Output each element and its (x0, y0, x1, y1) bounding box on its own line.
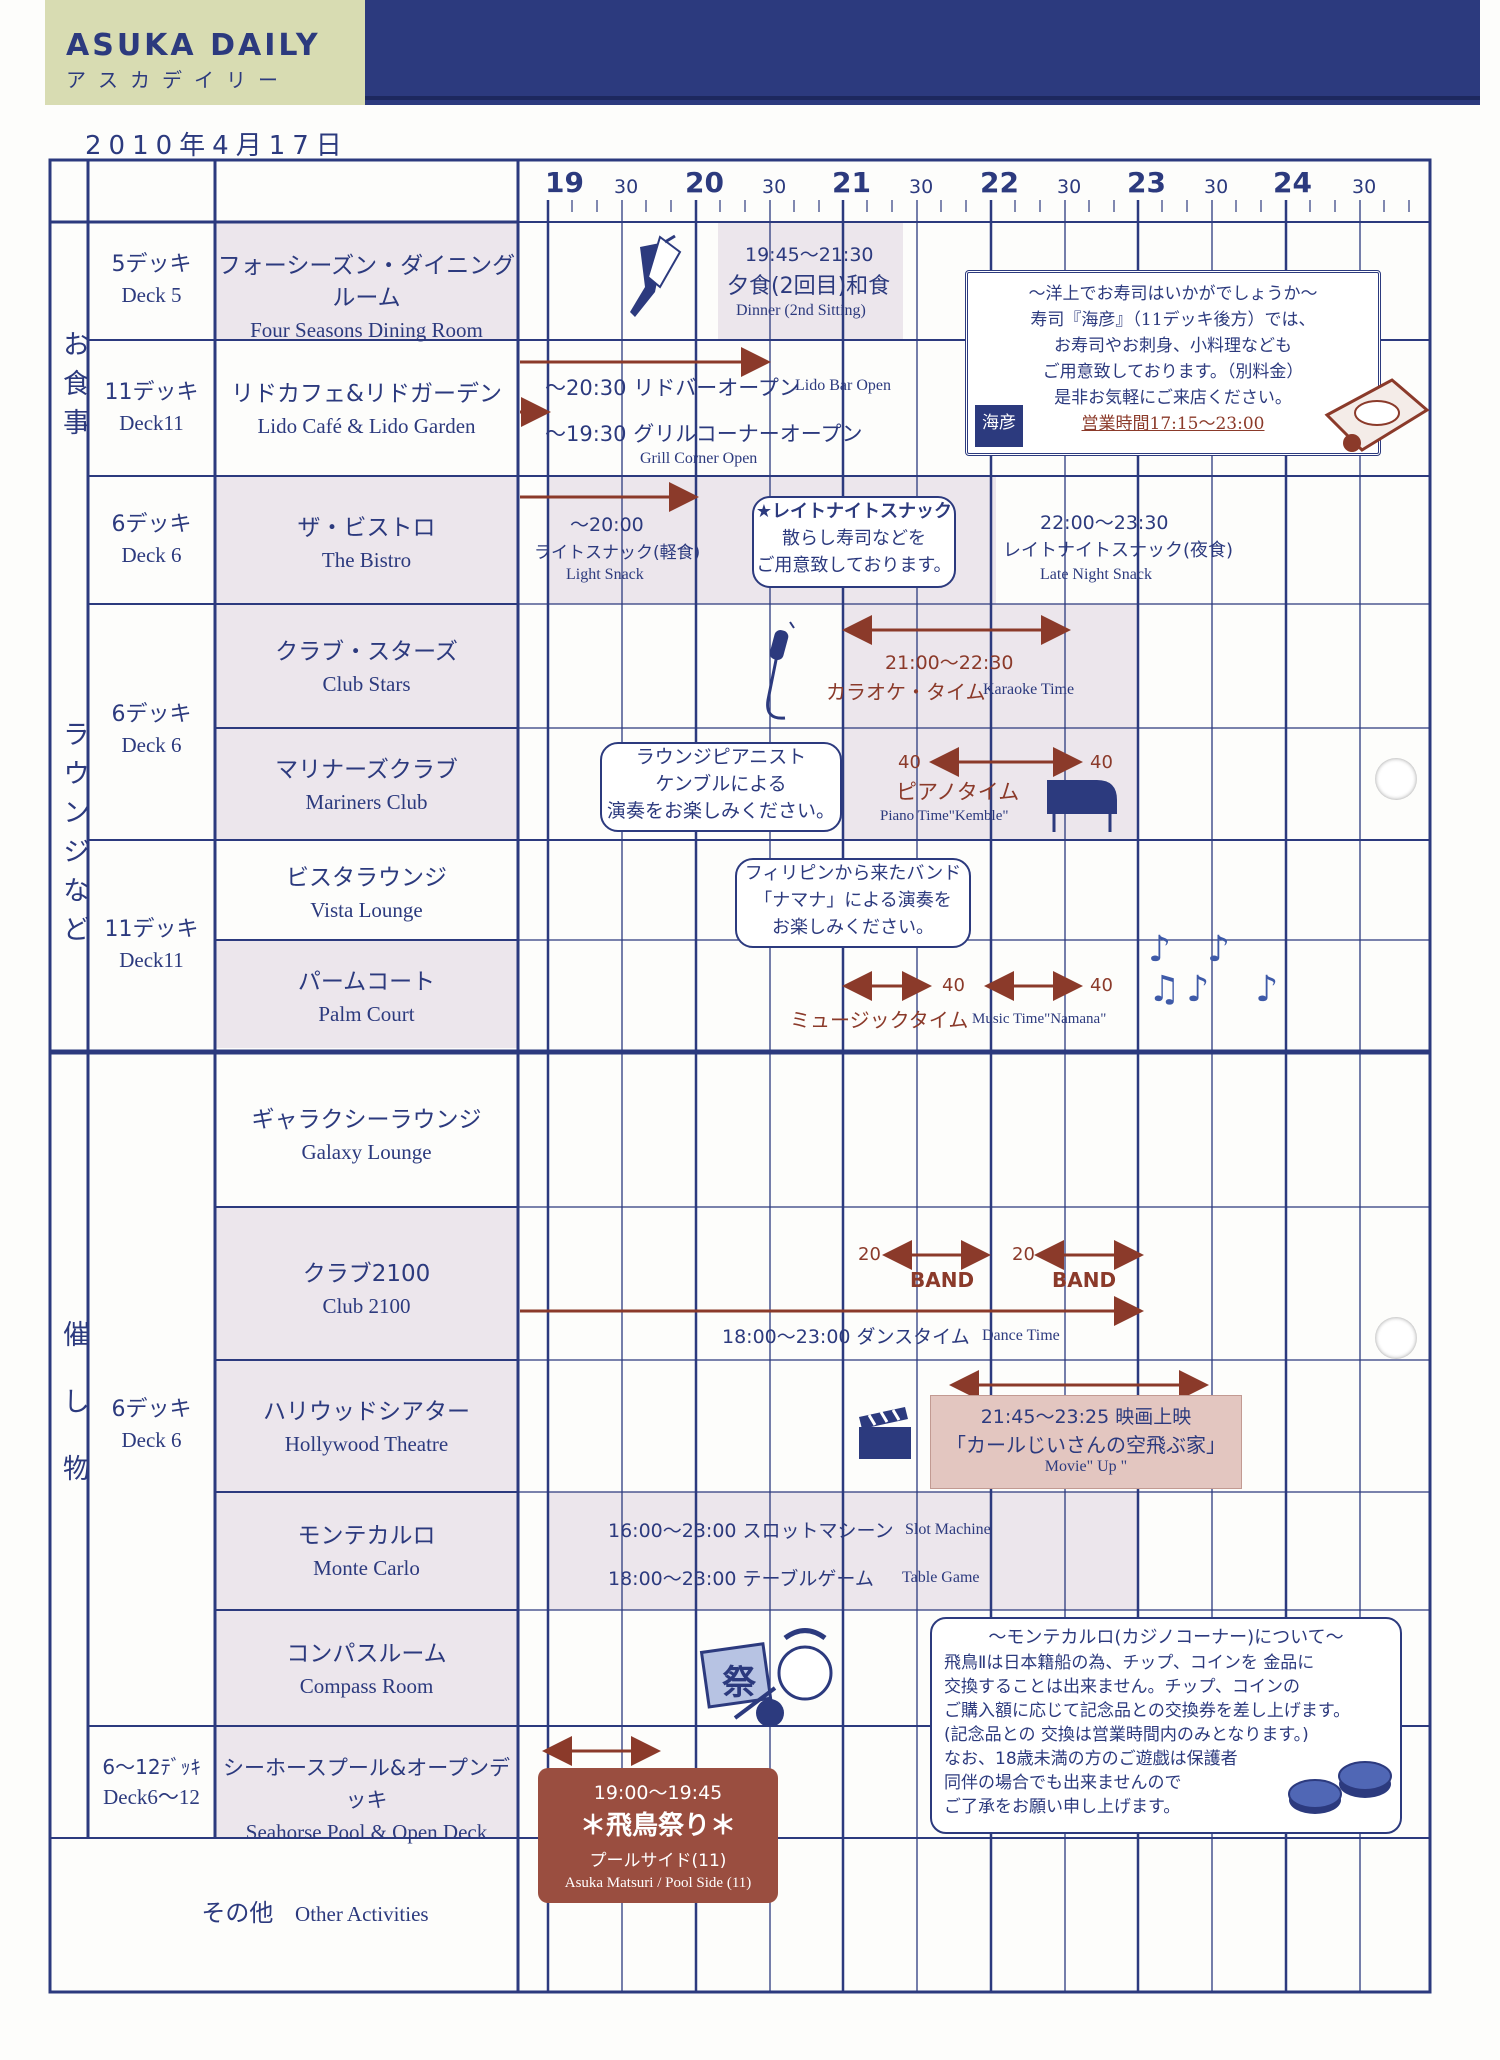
hour-21: 21 (832, 166, 871, 199)
grill-label-en: Grill Corner Open (640, 450, 758, 467)
half-hour-label: 30 (762, 176, 787, 198)
band-start-a: 20 (858, 1244, 881, 1265)
late-snack-callout: ★レイトナイトスナック 散らし寿司などを ご用意致しております。 (752, 496, 956, 588)
half-hour-label: 30 (1204, 176, 1229, 198)
music-label: ミュージックタイム (790, 1008, 969, 1032)
section-dining: お食事 (58, 330, 89, 447)
karaoke-label: カラオケ・タイム (826, 680, 986, 704)
logo-subtitle: アスカデイリー (66, 68, 290, 92)
logo-title: ASUKA DAILY (66, 28, 321, 63)
half-hour-label: 30 (1057, 176, 1082, 198)
half-hour-label: 30 (909, 176, 934, 198)
festival-illustration (699, 1628, 833, 1727)
music-mark-b: 40 (1090, 975, 1113, 996)
piano-label-en: Piano Time"Kemble" (880, 808, 1009, 824)
microphone-icon (766, 621, 795, 720)
hour-24: 24 (1273, 166, 1312, 199)
header-band (365, 0, 1480, 105)
dance-label-en: Dance Time (982, 1327, 1060, 1344)
wine-glasses-icon (630, 234, 682, 317)
casino-notice: 〜モンテカルロ(カジノコーナー)について〜 飛鳥Ⅱは日本籍船の為、チップ、コイン… (930, 1617, 1402, 1834)
music-mark-a: 40 (942, 975, 965, 996)
half-hour-label: 30 (614, 176, 639, 198)
movie-box: 21:45〜23:25 映画上映 「カールじいさんの空飛ぶ家」 Movie" U… (930, 1395, 1242, 1489)
table-game-label-en: Table Game (902, 1569, 980, 1586)
band-callout: フィリピンから来たバンド 「ナマナ」による演奏を お楽しみください。 (735, 858, 971, 948)
late-snack-label: レイトナイトスナック(夜食) (1003, 540, 1234, 561)
music-notes-icon: ♪♪♫♪♪ (1148, 929, 1285, 1010)
hour-22: 22 (980, 166, 1019, 199)
casino-chips-icon (1288, 1761, 1392, 1814)
asuka-matsuri-box: 19:00〜19:45 ＊飛鳥祭り＊ プールサイド(11) Asuka Mats… (538, 1768, 778, 1903)
piano-end: 40 (1090, 752, 1113, 773)
light-snack-label-en: Light Snack (566, 566, 644, 583)
band-start-b: 20 (1012, 1244, 1035, 1265)
binder-hole (1375, 758, 1417, 800)
lido-bar-label-en: Lido Bar Open (795, 377, 891, 394)
festival-sign-icon: 祭 (722, 1663, 756, 1703)
clapperboard-icon (859, 1407, 911, 1459)
light-snack-label: ライトスナック(軽食) (534, 543, 701, 563)
music-label-en: Music Time"Namana" (972, 1011, 1107, 1027)
piano-callout: ラウンジピアニスト ケンブルによる 演奏をお楽しみください。 (600, 742, 842, 832)
karaoke-time: 21:00〜22:30 (885, 652, 1014, 674)
late-snack-label-en: Late Night Snack (1040, 566, 1152, 583)
half-hour-label: 30 (1352, 176, 1377, 198)
dinner-label-en: Dinner (2nd Sitting) (736, 302, 866, 319)
sushi-notice: 〜洋上でお寿司はいかがでしょうか〜 寿司『海彦』（11デッキ後方）では、 お寿司… (965, 270, 1381, 456)
section-events: 催し物 (58, 1320, 89, 1521)
karaoke-label-en: Karaoke Time (983, 681, 1075, 698)
umihiko-logo: 海彦 (975, 405, 1023, 447)
table-game-label: 18:00〜23:00 テーブルゲーム (608, 1568, 874, 1590)
band-label-a: BAND (910, 1268, 975, 1292)
venue-other: その他 Other Activities (201, 1899, 429, 1927)
piano-label: ピアノタイム (896, 780, 1020, 804)
light-snack-time: 〜20:00 (570, 514, 644, 536)
piano-start: 40 (898, 752, 921, 773)
slot-label: 16:00〜23:00 スロットマシーン (608, 1520, 894, 1542)
slot-label-en: Slot Machine (905, 1521, 991, 1538)
section-lounges: ラウンジなど (58, 720, 89, 954)
dinner-label: 夕食(2回目)和食 (727, 274, 891, 299)
band-label-b: BAND (1052, 1268, 1117, 1292)
lido-bar-label: 〜20:30 リドバーオープン (545, 376, 800, 400)
sushi-plate-icon (1324, 378, 1430, 452)
piano-icon (1047, 780, 1117, 832)
grill-label: 〜19:30 グリルコーナーオープン (545, 422, 863, 446)
dinner-time: 19:45〜21:30 (745, 244, 874, 266)
dance-label: 18:00〜23:00 ダンスタイム (722, 1326, 970, 1348)
hour-23: 23 (1127, 166, 1166, 199)
header-logo-box (45, 0, 365, 105)
hour-19: 19 (545, 166, 584, 199)
late-snack-time: 22:00〜23:30 (1040, 512, 1169, 534)
hour-20: 20 (685, 166, 724, 199)
binder-hole (1375, 1317, 1417, 1359)
schedule-date: 2010年4月17日 (85, 131, 349, 161)
